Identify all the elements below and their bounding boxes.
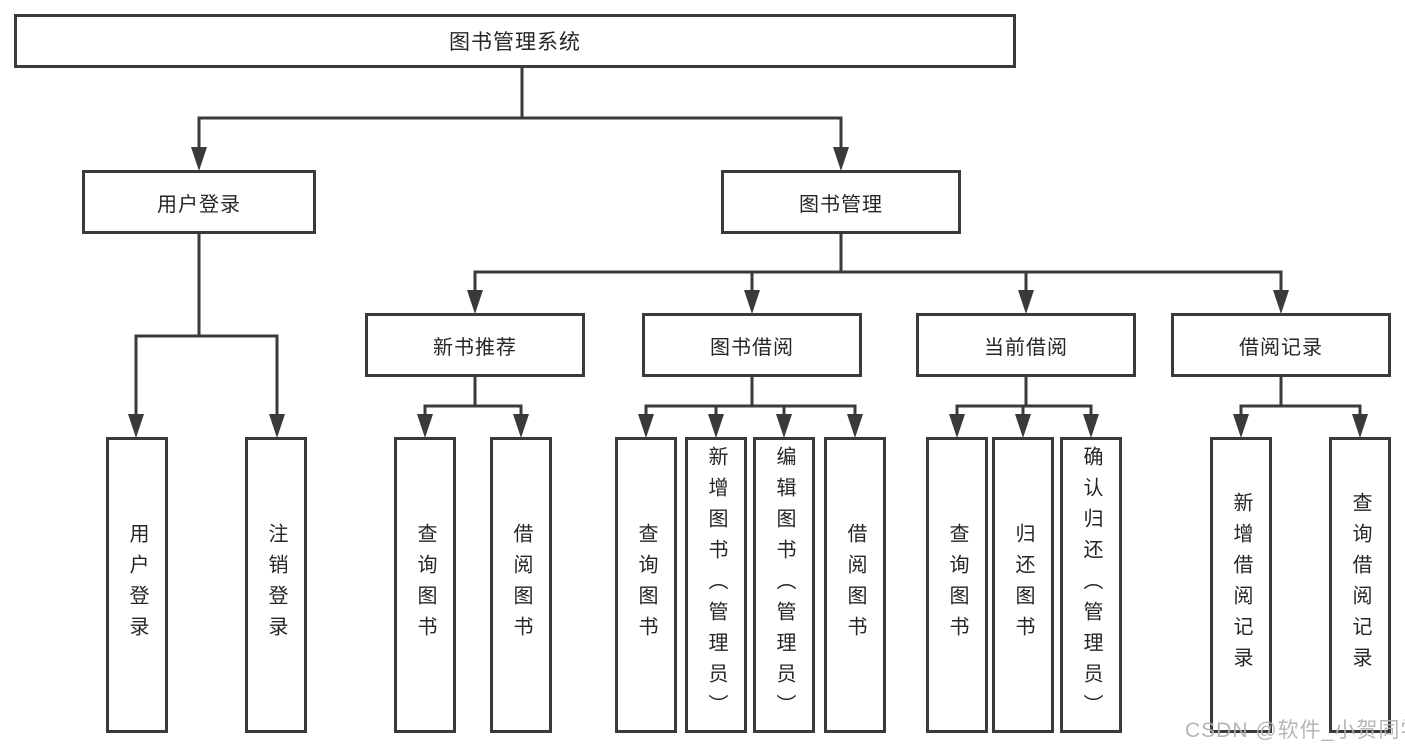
node-leaf-return-books: 归还图书 (992, 437, 1054, 733)
node-label: 编辑图书（管理员） (773, 445, 795, 725)
node-library-management-system: 图书管理系统 (14, 14, 1016, 68)
node-leaf-query-borrow-record: 查询借阅记录 (1329, 437, 1391, 733)
node-label: 图书管理系统 (449, 31, 581, 54)
node-current-borrowing: 当前借阅 (916, 313, 1136, 377)
node-label: 查询图书 (946, 523, 968, 647)
node-label: 查询图书 (635, 523, 657, 647)
node-label: 确认归还（管理员） (1080, 445, 1102, 725)
node-leaf-borrow-books: 借阅图书 (824, 437, 886, 733)
node-leaf-confirm-return-admin: 确认归还（管理员） (1060, 437, 1122, 733)
node-new-book-recommendation: 新书推荐 (365, 313, 585, 377)
node-leaf-query-books-current: 查询图书 (926, 437, 988, 733)
node-book-management: 图书管理 (721, 170, 961, 234)
node-label: 注销登录 (265, 523, 287, 647)
node-user-login: 用户登录 (82, 170, 316, 234)
node-label: 用户登录 (126, 523, 148, 647)
node-leaf-borrow-books-recommend: 借阅图书 (490, 437, 552, 733)
node-label: 借阅图书 (844, 523, 866, 647)
node-label: 归还图书 (1012, 523, 1034, 647)
node-leaf-logout: 注销登录 (245, 437, 307, 733)
node-leaf-query-books-recommend: 查询图书 (394, 437, 456, 733)
node-label: 新增图书（管理员） (705, 445, 727, 725)
node-label: 查询借阅记录 (1349, 492, 1371, 678)
node-label: 借阅图书 (510, 523, 532, 647)
node-borrowing-records: 借阅记录 (1171, 313, 1391, 377)
node-leaf-query-books-borrow: 查询图书 (615, 437, 677, 733)
node-leaf-user-login: 用户登录 (106, 437, 168, 733)
node-label: 当前借阅 (984, 336, 1068, 359)
node-leaf-add-borrow-record: 新增借阅记录 (1210, 437, 1272, 733)
node-label: 新书推荐 (433, 336, 517, 359)
node-book-borrowing: 图书借阅 (642, 313, 862, 377)
node-leaf-add-books-admin: 新增图书（管理员） (685, 437, 747, 733)
watermark-text: CSDN @软件_小贺同学 (1185, 719, 1405, 742)
arrowheads (128, 147, 1368, 438)
node-label: 借阅记录 (1239, 336, 1323, 359)
node-label: 新增借阅记录 (1230, 492, 1252, 678)
node-label: 查询图书 (414, 523, 436, 647)
node-leaf-edit-books-admin: 编辑图书（管理员） (753, 437, 815, 733)
node-label: 用户登录 (157, 193, 241, 216)
node-label: 图书管理 (799, 193, 883, 216)
node-label: 图书借阅 (710, 336, 794, 359)
